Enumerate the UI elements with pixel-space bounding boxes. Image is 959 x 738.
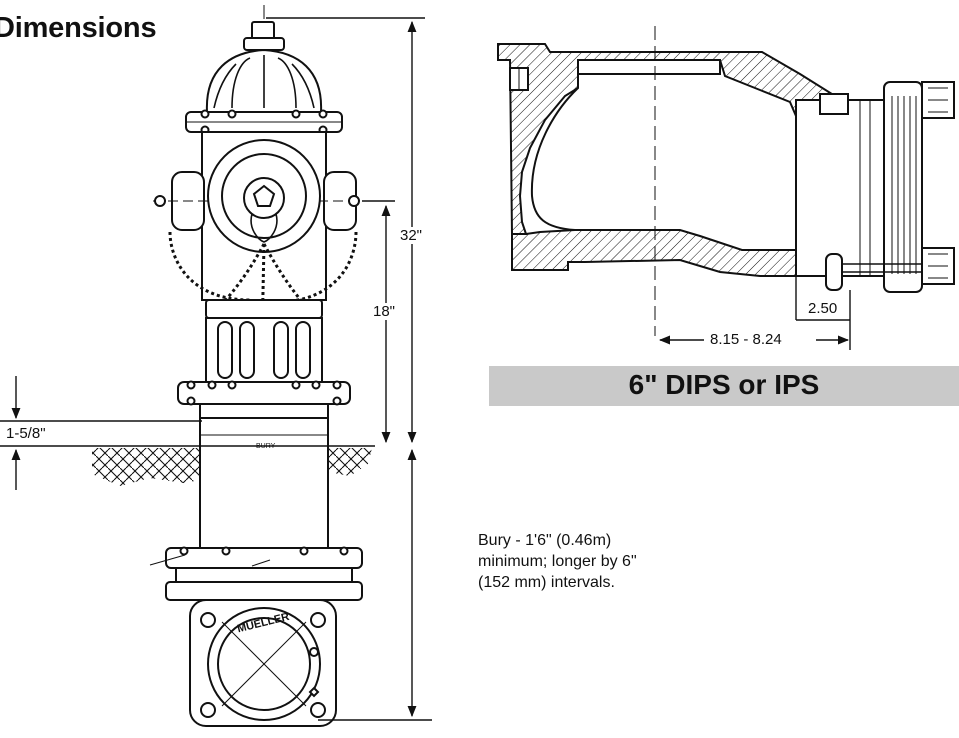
bury-note: Bury - 1'6" (0.46m) minimum; longer by 6… (478, 530, 637, 593)
inlet-length-label: 8.15 - 8.24 (710, 331, 782, 348)
nozzle-height-label: 18" (373, 303, 396, 320)
pipe-size-label: 6" DIPS or IPS (628, 369, 820, 400)
hydrant-illustration (149, 5, 378, 727)
ground-line (0, 445, 375, 486)
grade-offset-label: 1-5/8" (6, 425, 46, 442)
pipe-size-banner: 6" DIPS or IPS (489, 366, 959, 406)
overall-height-label: 32" (400, 227, 423, 244)
inlet-dimension-lines (658, 276, 851, 350)
bury-note-line-3: (152 mm) intervals. (478, 574, 615, 591)
inlet-cross-section (497, 26, 955, 336)
bury-note-line-2: minimum; longer by 6" (478, 553, 637, 570)
bury-mark-label: BURY (256, 443, 276, 450)
page-title: Dimensions (0, 12, 157, 44)
flange-offset-label: 2.50 (808, 300, 838, 317)
bury-note-line-1: Bury - 1'6" (0.46m) (478, 532, 612, 549)
